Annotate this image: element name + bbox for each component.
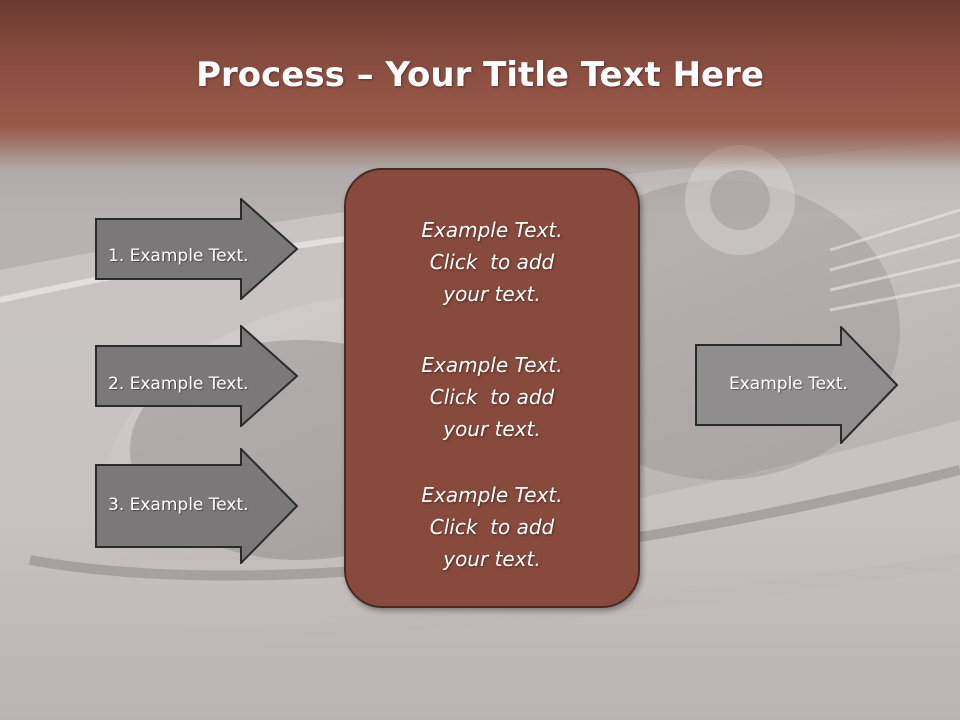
slide-title: Process – Your Title Text Here <box>0 52 960 98</box>
center-process-box[interactable]: Example Text. Click to add your text. Ex… <box>344 168 640 608</box>
title-rest: Your Title Text Here <box>385 55 764 95</box>
title-bold-part: Process <box>196 55 345 95</box>
center-paragraph-1[interactable]: Example Text. Click to add your text. <box>346 214 638 310</box>
center-paragraph-2-line-3: your text. <box>443 417 541 441</box>
center-paragraph-1-line-2: Click to add <box>429 250 555 274</box>
input-arrow-1-label: 1. Example Text. <box>108 246 249 266</box>
input-arrow-3-label: 3. Example Text. <box>108 495 249 515</box>
output-arrow[interactable] <box>695 326 899 444</box>
input-arrow-2[interactable] <box>95 325 299 427</box>
title-separator: – <box>344 55 386 95</box>
center-paragraph-3-line-3: your text. <box>443 547 541 571</box>
center-paragraph-2-line-1: Example Text. <box>421 353 563 377</box>
input-arrow-3[interactable] <box>95 448 299 564</box>
center-paragraph-3[interactable]: Example Text. Click to add your text. <box>346 479 638 575</box>
center-paragraph-2-line-2: Click to add <box>429 385 555 409</box>
center-paragraph-2[interactable]: Example Text. Click to add your text. <box>346 349 638 445</box>
center-paragraph-3-line-1: Example Text. <box>421 483 563 507</box>
center-paragraph-1-line-1: Example Text. <box>421 218 563 242</box>
center-paragraph-3-line-2: Click to add <box>429 515 555 539</box>
input-arrow-1[interactable] <box>95 198 299 300</box>
input-arrow-2-label: 2. Example Text. <box>108 374 249 394</box>
title-band <box>0 0 960 170</box>
center-paragraph-1-line-3: your text. <box>443 282 541 306</box>
output-arrow-label: Example Text. <box>729 374 848 394</box>
